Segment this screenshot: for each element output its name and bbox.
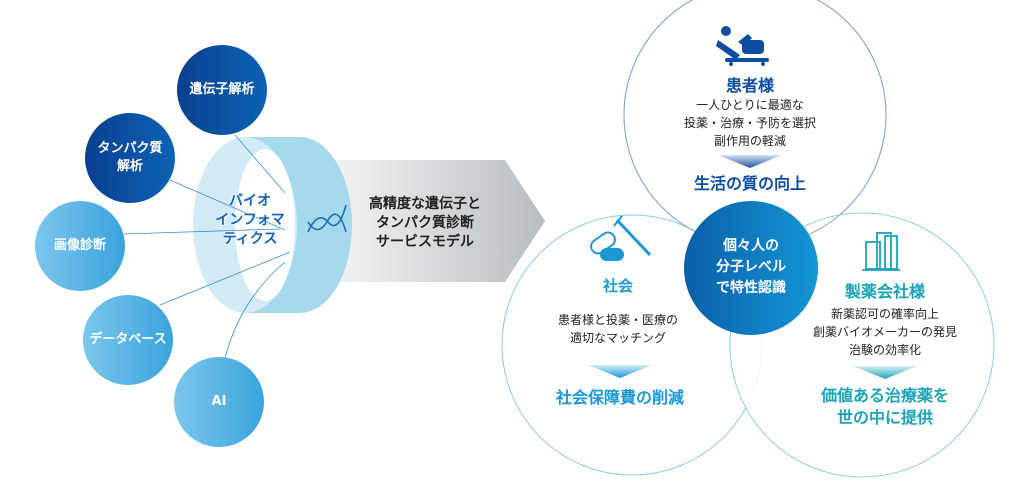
node-database: データベース xyxy=(89,332,167,347)
buildings-icon xyxy=(862,232,900,271)
benefit-line: 一人ひとりに最適な xyxy=(696,98,804,112)
ring-line: インフォマ xyxy=(215,212,285,228)
node-protein-analysis: タンパク質 解析 xyxy=(97,140,162,176)
patients-result: 生活の質の向上 xyxy=(693,174,807,193)
node-protein-line: タンパク質 xyxy=(97,141,163,156)
pharma-result: 価値ある治療薬を 世の中に提供 xyxy=(821,385,949,429)
society-down-arrow xyxy=(588,365,652,378)
service-arrow-label: 高精度な遺伝子と タンパク質診断 サービスモデル xyxy=(369,195,481,252)
pharma-down-arrow xyxy=(853,366,917,379)
node-circle-protein xyxy=(85,113,175,203)
society-result: 社会保障費の削減 xyxy=(555,388,685,407)
society-title: 社会 xyxy=(602,277,634,295)
node-ai: AI xyxy=(211,394,227,409)
benefit-line: 創薬バイオメーカーの発見 xyxy=(812,325,958,339)
center-line: 分子レベル xyxy=(716,259,786,275)
benefit-line: 副作用の軽減 xyxy=(713,134,787,148)
node-circle-gene xyxy=(177,45,267,135)
benefit-line: 投薬・治療・予防を選択 xyxy=(683,116,817,130)
arrow-line: サービスモデル xyxy=(376,234,474,250)
patients-down-arrow xyxy=(718,155,782,168)
node-circle-imaging xyxy=(35,201,125,291)
service-arrow-shape xyxy=(335,160,545,282)
node-imaging: 画像診断 xyxy=(53,238,107,253)
ring-line: バイオ xyxy=(229,193,271,209)
center-line: で特性認識 xyxy=(716,280,786,296)
patient-bed-icon xyxy=(716,26,769,66)
ring-line: ティクス xyxy=(222,231,278,247)
benefit-line: 治験の効率化 xyxy=(848,343,922,357)
dna-icon xyxy=(307,204,347,233)
center-label: 個々人の 分子レベル で特性認識 xyxy=(716,236,786,299)
center-line: 個々人の xyxy=(723,238,779,254)
connector-lines xyxy=(123,134,291,359)
pharma-benefits: 新薬認可の確率向上 創薬バイオメーカーの発見 治験の効率化 xyxy=(813,305,957,359)
bioinformatics-ring xyxy=(193,137,352,313)
node-circle-ai xyxy=(174,357,264,447)
arrow-line: 高精度な遺伝子と xyxy=(369,196,481,212)
node-protein-line: 解析 xyxy=(116,159,144,174)
arrow-line: タンパク質診断 xyxy=(376,215,474,231)
ring-label: バイオ インフォマ ティクス xyxy=(215,192,285,249)
pharma-title: 製薬会社様 xyxy=(844,282,926,301)
pills-syringe-icon xyxy=(590,215,652,261)
benefit-line: 新薬認可の確率向上 xyxy=(830,307,940,321)
result-line: 価値ある治療薬を xyxy=(820,386,950,405)
benefit-line: 適切なマッチング xyxy=(569,331,667,345)
node-gene-analysis: 遺伝子解析 xyxy=(189,82,255,97)
patients-benefits: 一人ひとりに最適な 投薬・治療・予防を選択 副作用の軽減 xyxy=(684,96,816,150)
benefit-line: 患者様と投薬・医療の xyxy=(557,313,679,327)
node-circle-database xyxy=(83,295,173,385)
center-circle xyxy=(684,201,818,335)
patients-title: 患者様 xyxy=(725,76,775,95)
result-line: 世の中に提供 xyxy=(836,408,934,427)
society-benefits: 患者様と投薬・医療の 適切なマッチング xyxy=(558,311,678,347)
